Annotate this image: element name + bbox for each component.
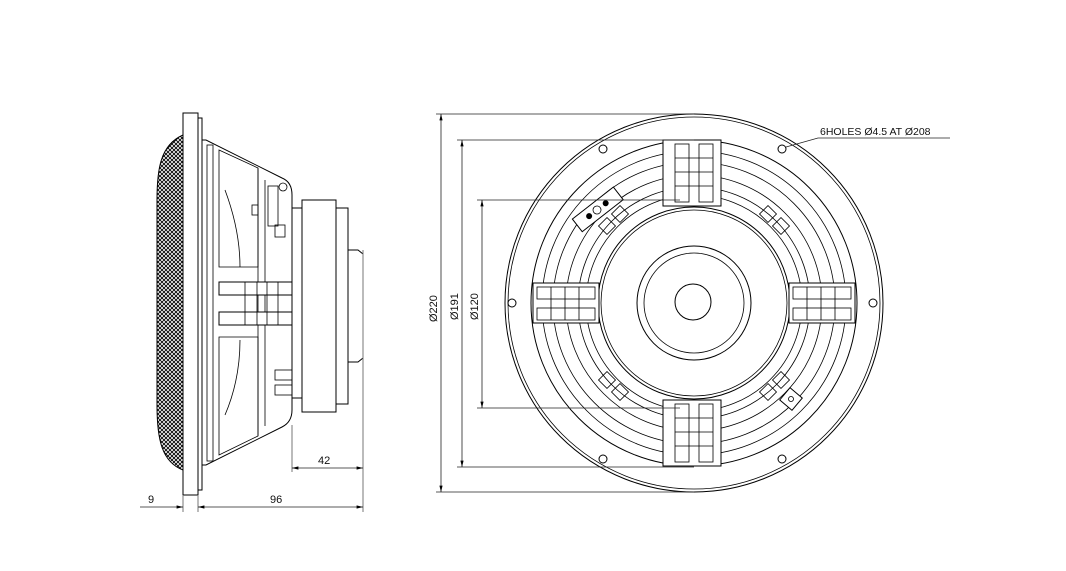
- mounting-holes: [507, 144, 878, 464]
- back-plate: [335, 207, 349, 405]
- basket: [201, 139, 293, 466]
- terminal-tab: [779, 387, 803, 411]
- magnet: [301, 199, 337, 413]
- dim-outer-label: Ø220: [428, 295, 440, 322]
- dim-flange-label: 9: [148, 494, 154, 506]
- grille-dome: [156, 134, 184, 471]
- top-plate: [291, 207, 303, 399]
- side-view: [156, 112, 364, 496]
- mounting-pads: [597, 204, 791, 402]
- dim-inner-label: Ø120: [469, 293, 481, 320]
- terminal-block: [571, 186, 624, 233]
- hole-note: 6HOLES Ø4.5 AT Ø208: [820, 126, 931, 138]
- magnet-outline: [597, 206, 791, 400]
- front-dimensions: Ø220 Ø191 Ø120 6HOLES Ø4.5 AT Ø208: [428, 113, 950, 493]
- flange: [182, 112, 199, 496]
- hole: [598, 144, 608, 154]
- dim-depth-label: 96: [270, 494, 282, 506]
- side-dimensions: 9 96 42: [140, 250, 364, 512]
- back-plate-outline: [636, 245, 752, 361]
- pole-piece: [347, 249, 364, 363]
- flange-gasket: [197, 117, 203, 491]
- hole: [507, 298, 517, 308]
- terminal: [267, 185, 279, 227]
- hole: [868, 298, 878, 308]
- dim-cutout-label: Ø191: [449, 293, 461, 320]
- hole: [777, 454, 787, 464]
- dim-magnet-label: 42: [318, 455, 330, 467]
- front-view: [504, 113, 884, 493]
- vent-hole: [674, 283, 712, 321]
- spokes: [532, 139, 856, 467]
- hole: [777, 144, 787, 154]
- hole: [598, 454, 608, 464]
